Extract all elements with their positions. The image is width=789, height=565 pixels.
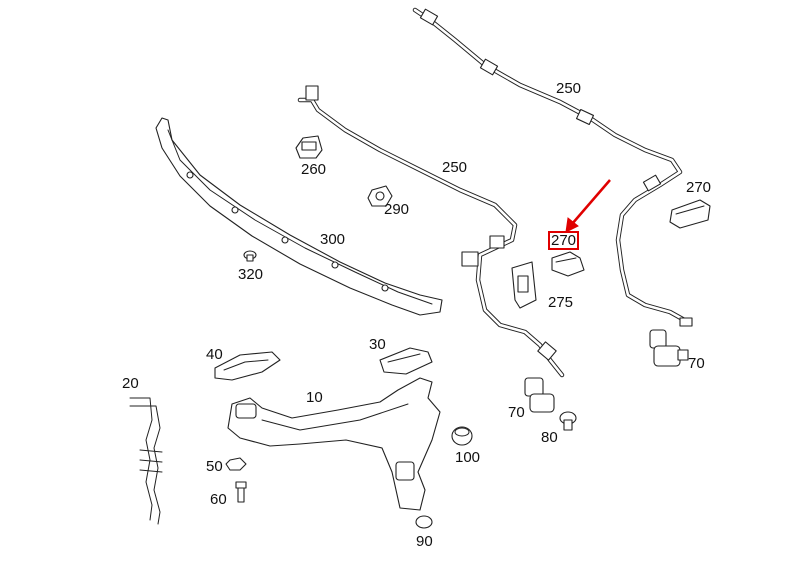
- callout-250-lower: 250: [442, 159, 468, 176]
- callout-100: 100: [455, 449, 481, 466]
- grommet-90: [415, 515, 433, 529]
- cowl-panel-300: [155, 117, 443, 316]
- callout-290: 290: [384, 201, 410, 218]
- callout-320: 320: [238, 266, 264, 283]
- callout-270-highlighted: 270: [547, 231, 580, 250]
- callout-70-right: 70: [688, 355, 705, 372]
- hose-250-upper: [412, 7, 693, 327]
- screw-60: [235, 481, 247, 503]
- pump-70-right: [649, 329, 689, 367]
- clip-290: [367, 185, 393, 207]
- callout-20: 20: [122, 375, 139, 392]
- callout-50: 50: [206, 458, 223, 475]
- clip-320: [243, 250, 257, 262]
- callout-250-upper: 250: [556, 80, 582, 97]
- sensor-270-right: [669, 199, 711, 229]
- callout-30: 30: [369, 336, 386, 353]
- callout-10: 10: [306, 389, 323, 406]
- callout-270-right: 270: [686, 179, 712, 196]
- seal-40: [214, 351, 281, 381]
- callout-60: 60: [210, 491, 227, 508]
- callout-80: 80: [541, 429, 558, 446]
- reservoir-10: [227, 377, 441, 511]
- line-20: [129, 397, 163, 525]
- pump-70-center: [524, 377, 555, 413]
- nut-50: [225, 457, 247, 471]
- callout-260: 260: [301, 161, 327, 178]
- callout-70-center: 70: [508, 404, 525, 421]
- cap-30: [379, 347, 433, 375]
- bracket-275: [511, 261, 537, 309]
- callout-300: 300: [320, 231, 346, 248]
- hose-250-lower: [297, 85, 565, 378]
- plug-100: [451, 426, 473, 446]
- indicator-arrow: [565, 179, 611, 233]
- callout-275: 275: [548, 294, 574, 311]
- grommet-80: [559, 411, 577, 431]
- callout-90: 90: [416, 533, 433, 550]
- sensor-270-center: [551, 251, 585, 277]
- callout-40: 40: [206, 346, 223, 363]
- clip-260: [295, 135, 323, 159]
